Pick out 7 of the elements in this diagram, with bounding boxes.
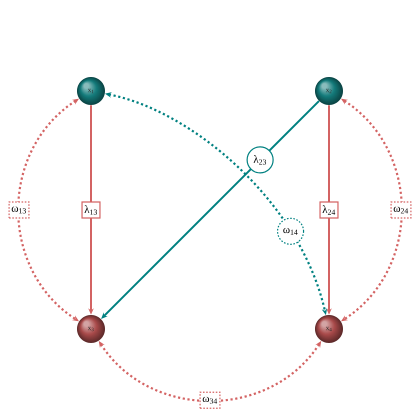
edge-label: λ$_{23}$ (246, 146, 274, 174)
edge-label: ω$_{34}$ (199, 392, 221, 409)
edge-label: ω$_{13}$ (8, 201, 30, 219)
edge-label: ω$_{24}$ (390, 201, 412, 219)
edge-label: λ$_{24}$ (319, 201, 339, 219)
edge-label: ω$_{14}$ (276, 218, 304, 245)
edge-label: λ$_{13}$ (81, 201, 101, 219)
